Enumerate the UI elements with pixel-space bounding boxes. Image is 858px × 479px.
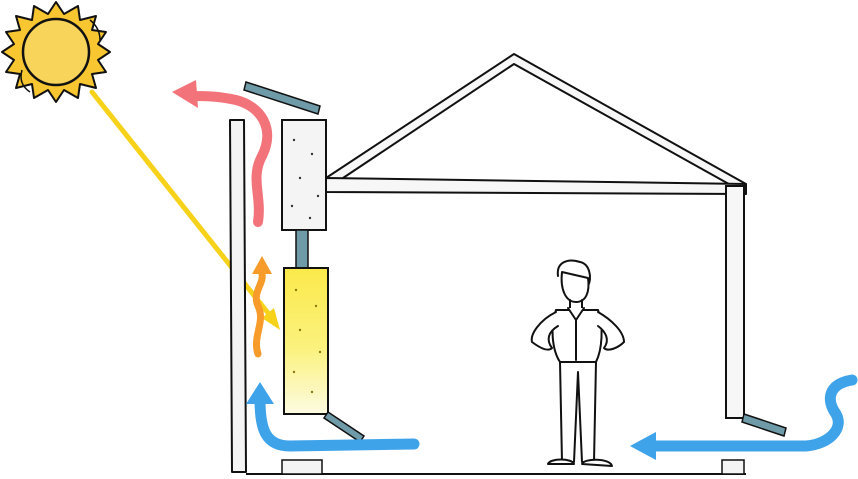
upper-thermal-block	[281, 119, 327, 231]
outer-glazing-wall	[229, 119, 247, 473]
sun-icon	[1, 1, 111, 103]
house-right-wall	[725, 185, 745, 419]
top-vent-flap	[243, 81, 321, 115]
cool-air-intake-arrow	[630, 374, 858, 460]
house-floor	[246, 459, 746, 475]
right-vent-flap	[741, 413, 787, 437]
sun-ray-arrow	[89, 89, 280, 330]
heated-absorber-panel	[283, 267, 329, 415]
hot-air-exhaust-arrow	[172, 80, 273, 227]
cool-air-inlet-arrow	[246, 382, 420, 452]
bottom-vent-flap	[322, 410, 366, 444]
warm-air-rising-arrow	[252, 256, 272, 358]
house-roof	[325, 53, 747, 195]
person-figure	[530, 259, 625, 467]
wall-connector	[295, 229, 309, 269]
